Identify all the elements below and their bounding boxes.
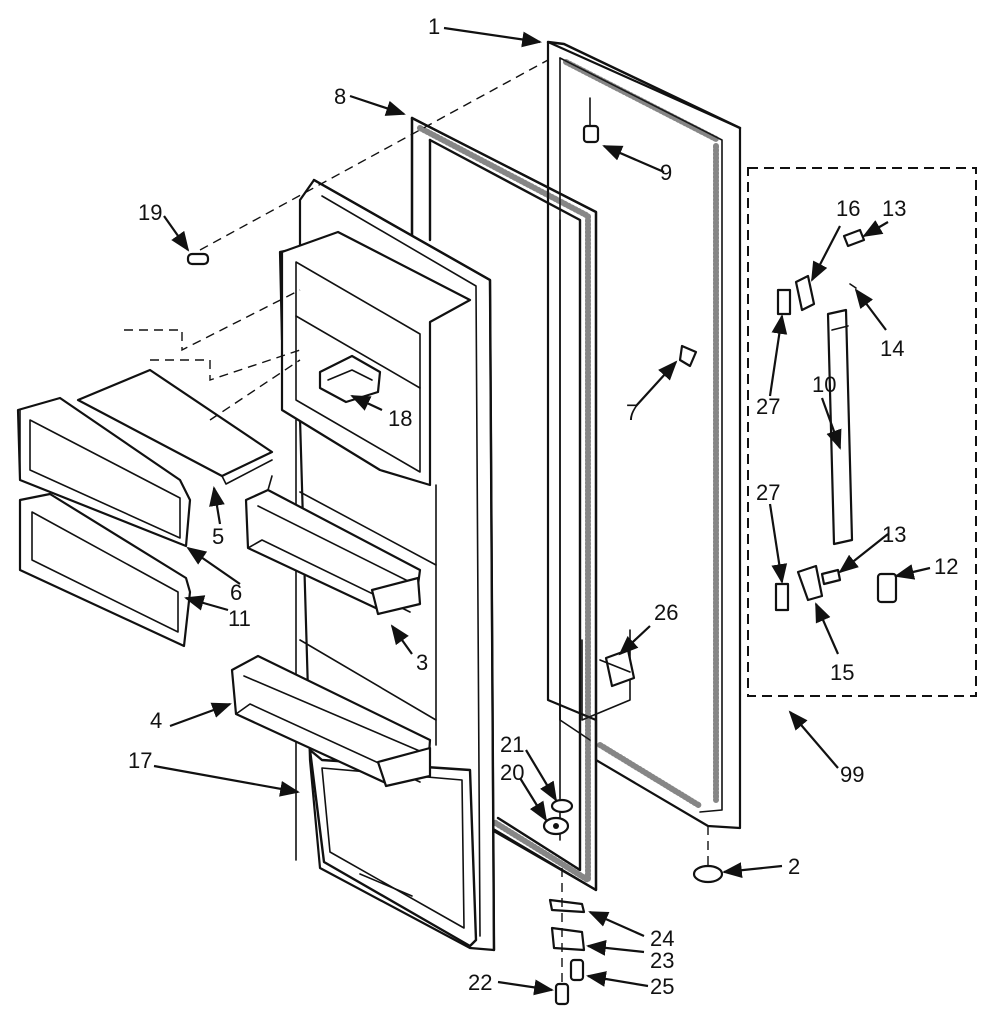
callout-99: 99 bbox=[840, 762, 864, 787]
callout-15: 15 bbox=[830, 660, 854, 685]
callout-2: 2 bbox=[788, 854, 800, 879]
callout-24: 24 bbox=[650, 926, 674, 951]
callout-27-lower: 27 bbox=[756, 480, 780, 505]
part-19-screw bbox=[186, 252, 210, 266]
part-21-washer bbox=[550, 798, 574, 814]
callout-8: 8 bbox=[334, 84, 346, 109]
part-25-screw bbox=[569, 958, 585, 982]
callout-9: 9 bbox=[660, 160, 672, 185]
callout-27-upper: 27 bbox=[756, 394, 780, 419]
callout-5: 5 bbox=[212, 524, 224, 549]
callout-18: 18 bbox=[388, 406, 412, 431]
callout-14: 14 bbox=[880, 336, 904, 361]
callout-26: 26 bbox=[654, 600, 678, 625]
hinge-kit-box bbox=[747, 167, 977, 697]
callout-labels: 1 2 3 4 5 6 7 8 9 10 11 12 13 13 14 15 1… bbox=[128, 14, 958, 999]
callout-12: 12 bbox=[934, 554, 958, 579]
upper-storage-bin bbox=[16, 396, 192, 548]
callout-1: 1 bbox=[428, 14, 440, 39]
part-20-bushing bbox=[542, 816, 570, 836]
part-24-shim bbox=[548, 898, 586, 914]
part-2-glide bbox=[692, 826, 724, 884]
callout-23: 23 bbox=[650, 948, 674, 973]
part-7-clip bbox=[678, 344, 698, 368]
leader-lines bbox=[153, 26, 931, 996]
callout-7: 7 bbox=[626, 400, 638, 425]
part-23-hinge-plate bbox=[550, 926, 586, 952]
callout-13-lower: 13 bbox=[882, 522, 906, 547]
callout-25: 25 bbox=[650, 974, 674, 999]
callout-11: 11 bbox=[228, 606, 251, 631]
callout-13-upper: 13 bbox=[882, 196, 906, 221]
part-22-screw bbox=[554, 868, 570, 1006]
callout-17: 17 bbox=[128, 748, 152, 773]
part-9-plug bbox=[582, 97, 600, 144]
kit-parts bbox=[774, 228, 898, 612]
upper-door-shelf bbox=[244, 475, 422, 616]
callout-4: 4 bbox=[150, 708, 162, 733]
callout-19: 19 bbox=[138, 200, 162, 225]
callout-20: 20 bbox=[500, 760, 524, 785]
callout-10: 10 bbox=[812, 372, 836, 397]
lower-door-shelf bbox=[230, 654, 432, 788]
callout-22: 22 bbox=[468, 970, 492, 995]
outer-door-panel bbox=[546, 40, 742, 830]
bin-cover bbox=[76, 368, 274, 485]
assembly-dashed-lines bbox=[124, 59, 549, 421]
callout-21: 21 bbox=[500, 732, 524, 757]
callout-16: 16 bbox=[836, 196, 860, 221]
callout-6: 6 bbox=[230, 580, 242, 605]
callout-3: 3 bbox=[416, 650, 428, 675]
lower-storage-bin bbox=[18, 492, 192, 648]
